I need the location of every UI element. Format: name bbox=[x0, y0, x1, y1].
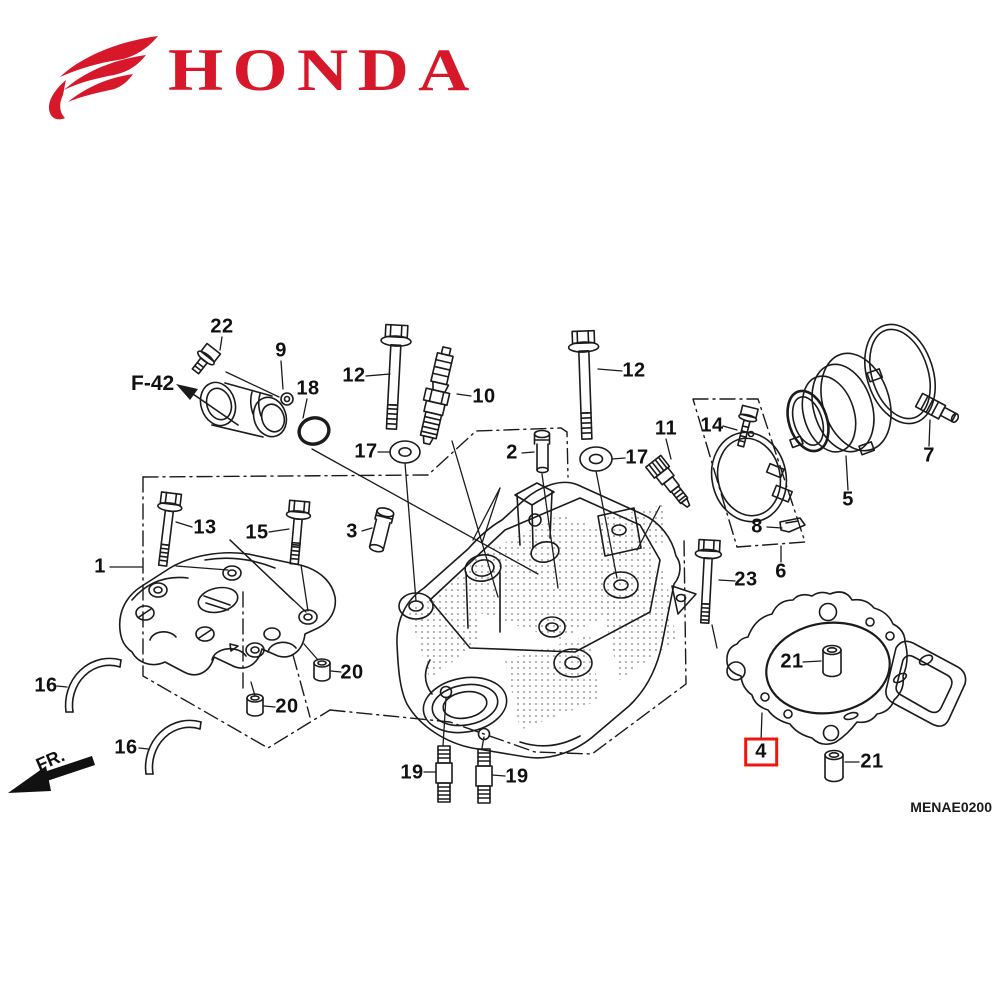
o-ring-18-label[interactable]: 18 bbox=[296, 377, 320, 400]
band-6-drawing bbox=[710, 430, 794, 523]
flange-bolt-22-label[interactable]: 22 bbox=[210, 315, 234, 338]
valve-guide-2-label[interactable]: 2 bbox=[506, 441, 518, 464]
honda-logo-text: HONDA bbox=[168, 37, 479, 103]
cylinder-head-drawing bbox=[396, 481, 697, 759]
fr-direction-arrow bbox=[8, 756, 95, 793]
dowel-pin-20-bottom-label[interactable]: 20 bbox=[275, 695, 299, 718]
joint-pipe-9-label[interactable]: 9 bbox=[275, 339, 287, 362]
diagram-code: MENAE0200 bbox=[910, 799, 992, 815]
half-ring-16-bottom-drawing bbox=[144, 719, 202, 775]
stud-bolt-19-right-label[interactable]: 19 bbox=[505, 765, 529, 788]
dowel-pin-21-bottom-label[interactable]: 21 bbox=[860, 750, 884, 773]
clip-8-drawing bbox=[779, 517, 806, 533]
honda-wing-icon bbox=[48, 36, 158, 120]
half-ring-16-top-label[interactable]: 16 bbox=[34, 674, 58, 697]
washer-17-right-drawing bbox=[579, 446, 613, 472]
valve-guide-3-label[interactable]: 3 bbox=[346, 520, 358, 543]
band-clamp-7-label[interactable]: 7 bbox=[923, 444, 935, 467]
head-gasket-4-label[interactable]: 4 bbox=[744, 737, 778, 767]
dowel-20-bottom-drawing bbox=[246, 693, 264, 717]
o-ring-18-drawing bbox=[297, 416, 331, 446]
insulator-5-drawing bbox=[786, 352, 892, 456]
bolt-23-drawing bbox=[694, 538, 723, 624]
clamp-7-drawing bbox=[864, 323, 960, 425]
bolt-22-drawing bbox=[191, 342, 222, 375]
bolt-15-drawing bbox=[285, 499, 312, 566]
dowel-20-right-drawing bbox=[313, 658, 331, 682]
flange-bolt-23-label[interactable]: 23 bbox=[734, 568, 758, 591]
joint-pipe-9-drawing bbox=[199, 381, 294, 438]
stud-bolt-19-left-label[interactable]: 19 bbox=[400, 761, 424, 784]
washer-17-left-label[interactable]: 17 bbox=[354, 440, 378, 463]
bolt-12-left-drawing bbox=[380, 323, 412, 430]
washer-17-left-drawing bbox=[389, 440, 421, 464]
valve-guide-2-drawing bbox=[533, 429, 551, 474]
camshaft-holder-drawing bbox=[118, 551, 337, 676]
flange-bolt-12-left-label[interactable]: 12 bbox=[342, 364, 366, 387]
stud-19-right-drawing bbox=[475, 748, 493, 804]
sensor-11-label[interactable]: 11 bbox=[654, 417, 678, 440]
stud-19-left-drawing bbox=[435, 745, 453, 803]
washer-17-right-label[interactable]: 17 bbox=[625, 446, 649, 469]
clip-8-label[interactable]: 8 bbox=[751, 515, 763, 538]
dowel-21-top-drawing bbox=[822, 644, 842, 678]
bolt-12-right-drawing bbox=[567, 329, 600, 440]
bolt-13-drawing bbox=[157, 491, 183, 567]
screw-14-label[interactable]: 14 bbox=[700, 414, 724, 437]
dowel-pin-20-right-label[interactable]: 20 bbox=[340, 661, 364, 684]
dowel-21-bottom-drawing bbox=[824, 749, 844, 783]
figure-ref-arrow bbox=[176, 384, 239, 426]
figure-ref-label[interactable]: F-42 bbox=[131, 372, 175, 395]
flange-bolt-13-label[interactable]: 13 bbox=[193, 516, 217, 539]
valve-guide-3-drawing bbox=[368, 507, 395, 553]
band-set-6-label[interactable]: 6 bbox=[775, 560, 787, 583]
half-ring-16-top-drawing bbox=[64, 657, 122, 713]
flange-bolt-12-right-label[interactable]: 12 bbox=[622, 359, 646, 382]
flange-bolt-15-label[interactable]: 15 bbox=[245, 521, 269, 544]
group-boundaries bbox=[142, 398, 806, 755]
spark-plug-10-drawing bbox=[419, 346, 454, 446]
sensor-11-drawing bbox=[645, 454, 691, 508]
cylinder-head-group-1-label[interactable]: 1 bbox=[94, 555, 106, 578]
screw-14-drawing bbox=[736, 404, 759, 448]
spark-plug-10-label[interactable]: 10 bbox=[472, 385, 496, 408]
honda-logo: HONDA bbox=[40, 28, 560, 128]
head-gasket-4-drawing bbox=[726, 591, 967, 746]
half-ring-16-bottom-label[interactable]: 16 bbox=[114, 736, 138, 759]
intake-insulator-5-label[interactable]: 5 bbox=[842, 488, 854, 511]
dowel-pin-21-top-label[interactable]: 21 bbox=[780, 650, 804, 673]
